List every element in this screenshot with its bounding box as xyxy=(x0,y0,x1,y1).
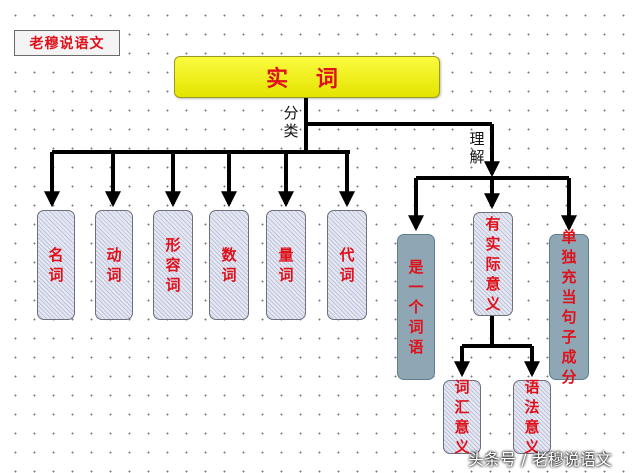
understanding-is-word: 是一个词语 xyxy=(397,234,435,380)
watermark-text: 头条号 / 老穆说语文 xyxy=(468,450,612,469)
category-pronoun: 代词 xyxy=(327,210,367,320)
meaning-grammatical: 语法意义 xyxy=(513,378,551,456)
category-pronoun-label: 代词 xyxy=(339,246,355,284)
meaning-lexical-label: 词汇意义 xyxy=(454,378,470,456)
category-adjective-label: 形容词 xyxy=(165,236,181,294)
category-noun: 名词 xyxy=(37,210,75,320)
category-measure-label: 量词 xyxy=(278,246,294,284)
root-node-title: 实 词 xyxy=(174,56,440,98)
category-noun-label: 名词 xyxy=(48,246,64,284)
understanding-real-meaning-label: 有实际意义 xyxy=(485,215,501,313)
understanding-component: 单独充当句子成分 xyxy=(549,228,589,386)
category-numeral-label: 数词 xyxy=(221,246,237,284)
meaning-grammatical-label: 语法意义 xyxy=(524,378,540,456)
category-verb: 动词 xyxy=(95,210,133,320)
category-verb-label: 动词 xyxy=(106,246,122,284)
category-numeral: 数词 xyxy=(209,210,249,320)
meaning-lexical: 词汇意义 xyxy=(443,378,481,456)
understanding-real-meaning: 有实际意义 xyxy=(473,212,513,316)
understanding-is-word-label: 是一个词语 xyxy=(408,258,424,356)
category-measure: 量词 xyxy=(266,210,306,320)
understanding-component-label: 单独充当句子成分 xyxy=(561,228,577,386)
classify-label: 分类 xyxy=(283,104,299,140)
channel-tag: 老穆说语文 xyxy=(14,30,120,56)
understand-label: 理解 xyxy=(469,130,485,166)
category-adjective: 形容词 xyxy=(153,210,193,320)
